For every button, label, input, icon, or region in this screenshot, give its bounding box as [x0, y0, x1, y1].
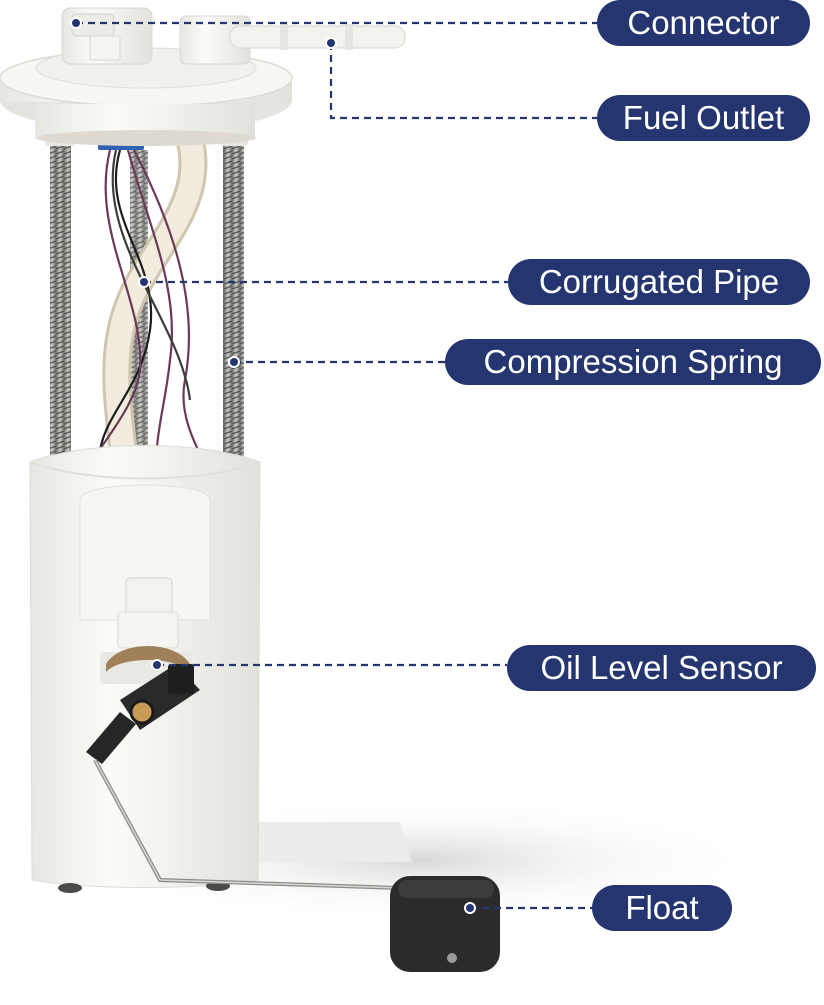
- bracket-shadow: [240, 822, 412, 862]
- connector-label: Connector: [597, 0, 810, 46]
- float-label: Float: [592, 885, 732, 931]
- fuel-outlet-tube: [179, 15, 406, 65]
- reservoir-body: [29, 445, 261, 893]
- corrugated-pipe-marker: [138, 276, 150, 288]
- compression-spring-marker: [228, 356, 240, 368]
- oil-level-sensor-label: Oil Level Sensor: [507, 645, 816, 691]
- oil-level-sensor-marker: [151, 659, 163, 671]
- float-marker: [464, 902, 476, 914]
- connector-marker: [70, 17, 82, 29]
- fuel-outlet-marker: [325, 37, 337, 49]
- fuel-outlet-label: Fuel Outlet: [597, 95, 810, 141]
- level-sensor-assembly: [86, 646, 200, 764]
- corrugated-pipe-label: Corrugated Pipe: [508, 259, 810, 305]
- compression-spring-label: Compression Spring: [445, 339, 821, 385]
- fuel-outlet-leader: [329, 43, 597, 120]
- float-block: [390, 876, 500, 972]
